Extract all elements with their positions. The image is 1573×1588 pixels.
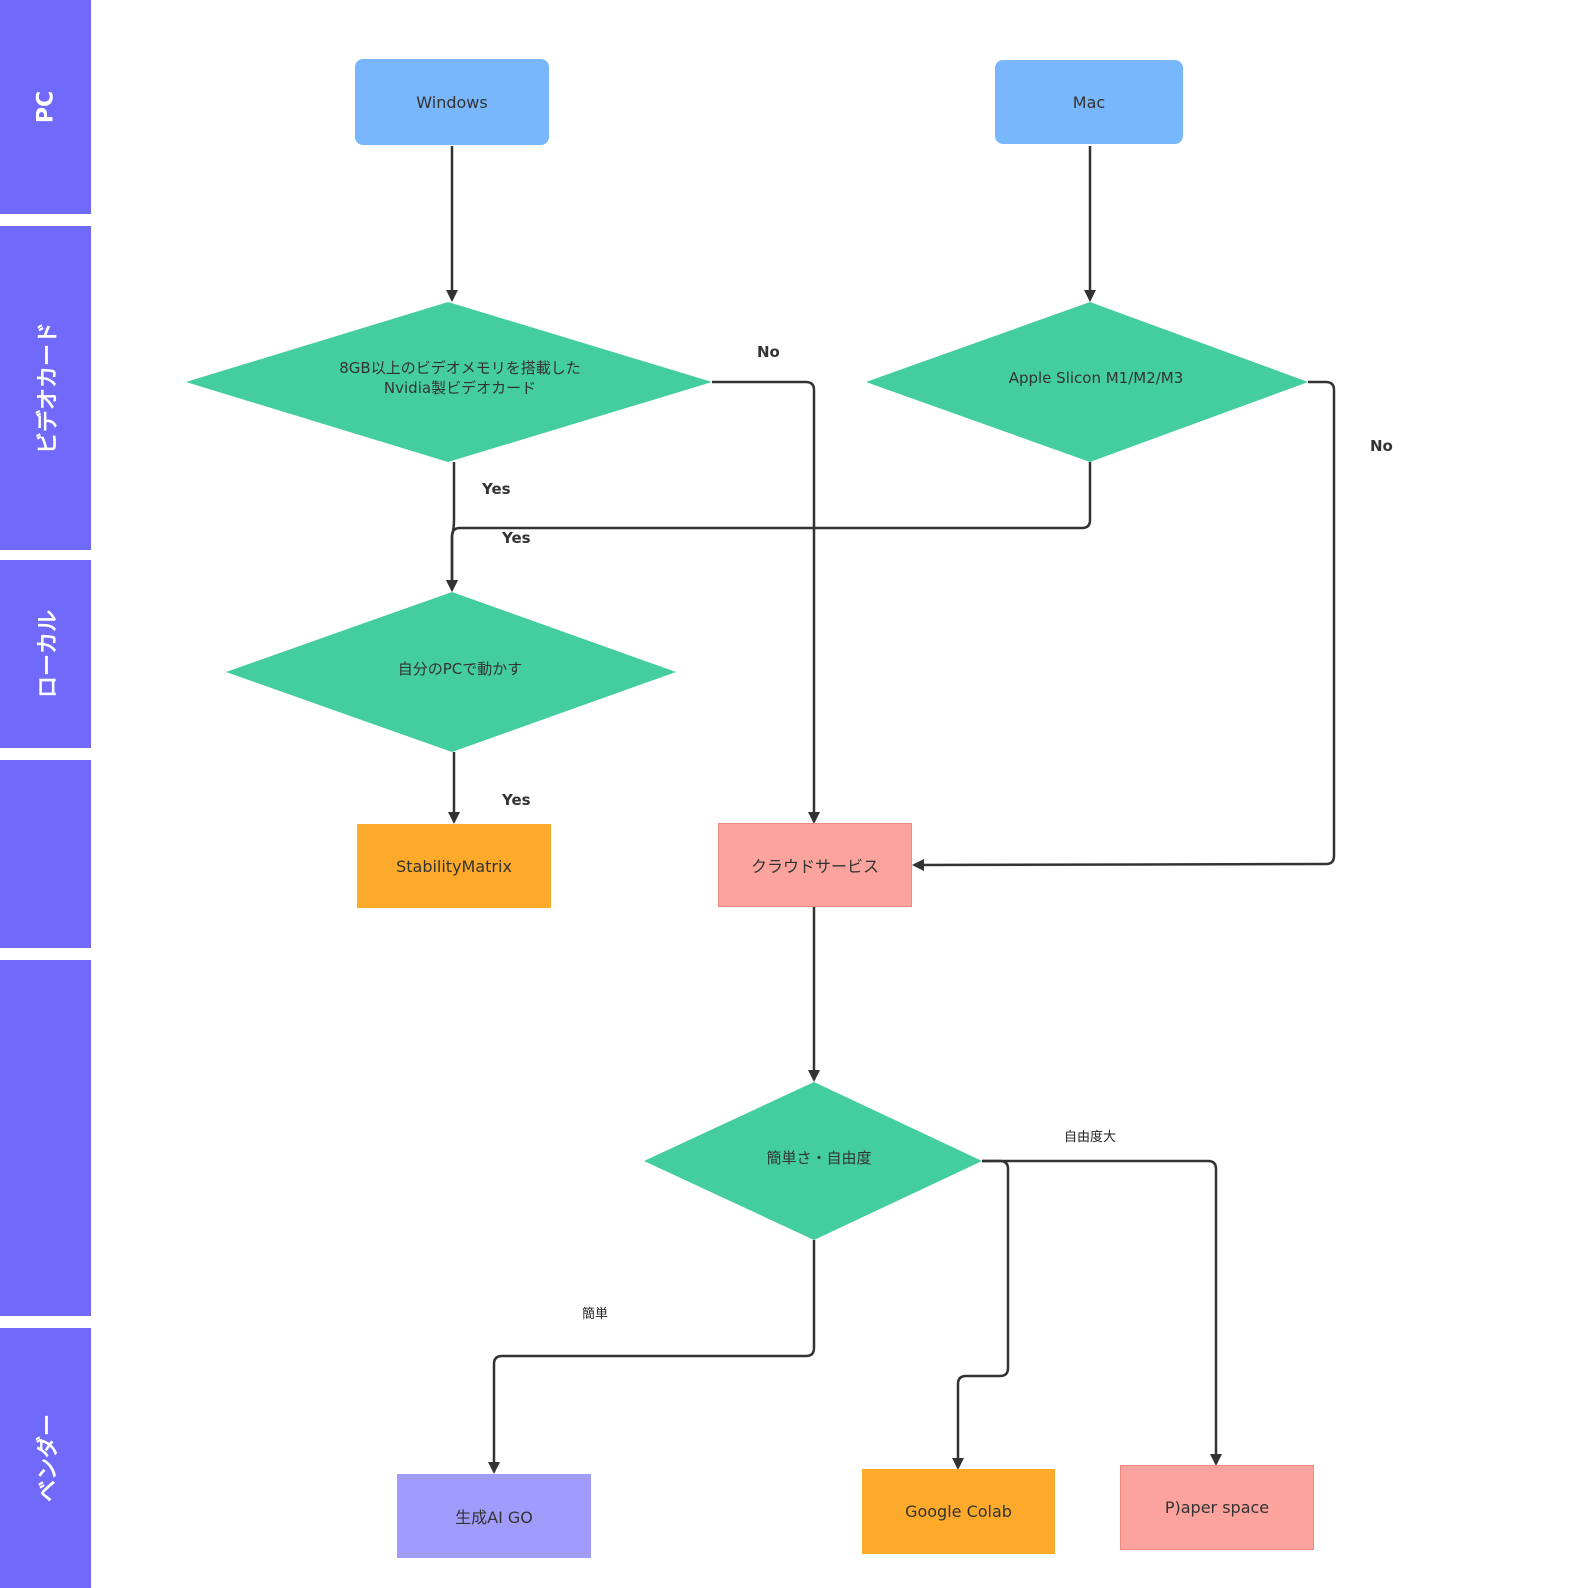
- local-yes-label: Yes: [502, 791, 531, 809]
- lane-blank-1: [0, 760, 91, 948]
- mac-node: Mac: [995, 60, 1183, 144]
- lane-vendor: ベンダー: [0, 1328, 91, 1588]
- seiseiai-go-node: 生成AI GO: [397, 1474, 591, 1558]
- windows-node: Windows: [355, 59, 549, 145]
- apple-yes-label: Yes: [502, 529, 531, 547]
- freedom-label: 自由度大: [1064, 1130, 1117, 1145]
- nvidia-no-label: No: [757, 343, 780, 361]
- edge-choice-to-colab: [952, 1159, 1010, 1470]
- nvidia-decision-shape: [186, 302, 712, 462]
- apple-no-label: No: [1370, 437, 1393, 455]
- nvidia-decision-line-1: 8GB以上のビデオメモリを搭載した: [339, 359, 581, 377]
- nvidia-yes-label: Yes: [482, 480, 511, 498]
- edge-choice-to-paperspace: [982, 1159, 1222, 1466]
- stability-matrix-node: StabilityMatrix: [357, 824, 551, 908]
- local-decision-shape: [226, 592, 676, 752]
- apple-decision-text: Apple Slicon M1/M2/M3: [1008, 369, 1184, 387]
- local-decision-text: 自分のPCで動かす: [397, 660, 523, 678]
- nvidia-decision-line-2: Nvidia製ビデオカード: [383, 379, 537, 397]
- choice-decision-shape: [644, 1082, 982, 1240]
- paperspace-node: P)aper space: [1120, 1465, 1314, 1550]
- choice-decision-text: 簡単さ・自由度: [766, 1149, 872, 1167]
- edge-apple-yes-to-local: [446, 462, 1092, 592]
- edge-nvidia-no-to-cloud: [712, 380, 820, 824]
- lane-pc: PC: [0, 0, 91, 214]
- nvidia-decision-text: 8GB以上のビデオメモリを搭載した Nvidia製ビデオカード: [339, 358, 580, 398]
- apple-decision-shape: [866, 302, 1308, 462]
- cloud-service-node: クラウドサービス: [718, 823, 912, 907]
- easy-label: 簡単: [582, 1307, 609, 1322]
- lane-video-card: ビデオカード: [0, 226, 91, 550]
- google-colab-node: Google Colab: [862, 1469, 1055, 1554]
- edge-apple-no-to-cloud: [912, 380, 1336, 871]
- edge-choice-to-seiseiai: [488, 1240, 816, 1474]
- lane-local: ローカル: [0, 560, 91, 748]
- lane-blank-2: [0, 960, 91, 1316]
